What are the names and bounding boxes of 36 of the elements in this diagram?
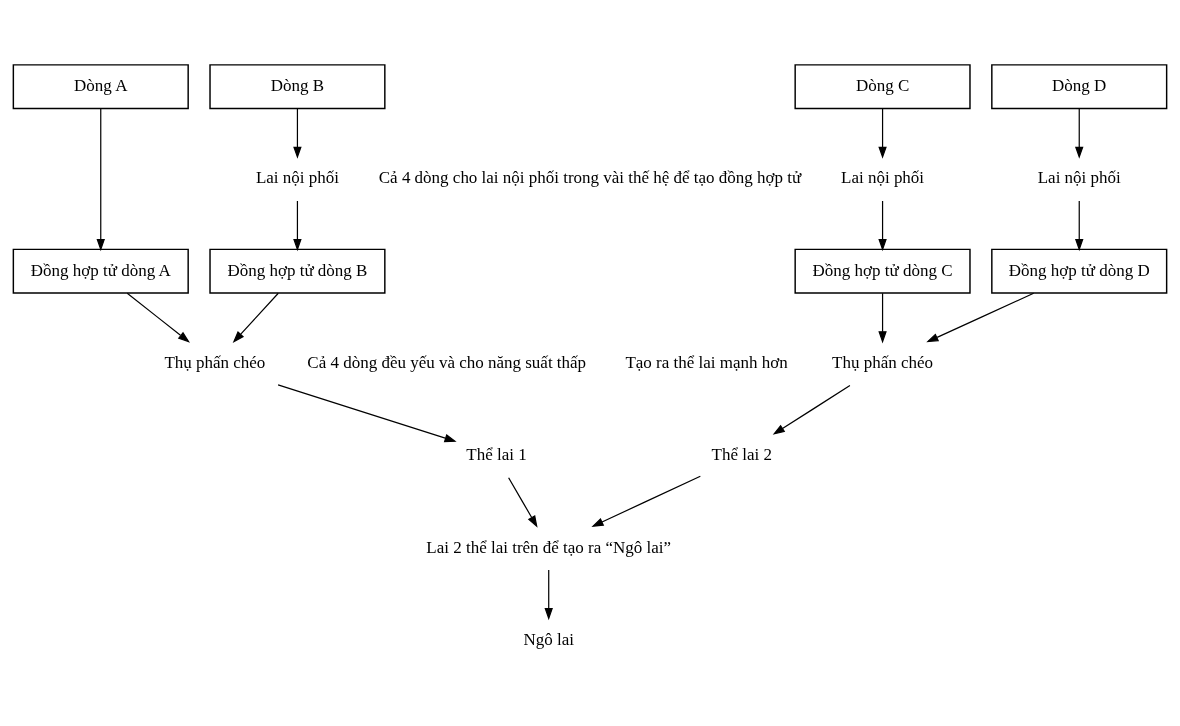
arrow [293, 107, 302, 159]
label: Cả 4 dòng đều yếu và cho năng suất thấp [307, 352, 587, 372]
node-text: Lai nội phối [841, 167, 925, 187]
arrow [1075, 107, 1084, 159]
node-text: Thể lai 2 [711, 444, 772, 464]
arrow [232, 292, 279, 343]
arrow [508, 476, 538, 528]
node-text: Thụ phấn chéo [832, 352, 934, 372]
node-text: Ngô lai [523, 629, 574, 649]
arrow [96, 107, 105, 251]
arrow [591, 475, 701, 527]
node-text: Thụ phấn chéo [164, 352, 266, 372]
node-box: Đồng hợp tử dòng B [209, 248, 386, 294]
label: Cả 4 dòng cho lai nội phối trong vài thế hệ để tạo đồng hợp tử [378, 167, 802, 187]
arrow [126, 292, 190, 343]
node-text: Lai nội phối [255, 167, 339, 187]
node-text: Lai 2 thể lai trên để tạo ra “Ngô lai” [426, 537, 672, 557]
node-box: Đồng hợp tử dòng C [794, 248, 971, 294]
arrow [293, 199, 302, 251]
arrow [878, 199, 887, 251]
node-box: Dòng C [794, 63, 971, 109]
node-text: Thể lai 1 [466, 444, 527, 464]
node-box: Đồng hợp tử dòng D [991, 248, 1168, 294]
node-box: Đồng hợp tử dòng A [12, 248, 189, 294]
arrow [1075, 199, 1084, 251]
arrow [878, 292, 887, 343]
node-box: Dòng A [12, 63, 189, 109]
arrow [926, 292, 1035, 342]
node-text: Lai nội phối [1037, 167, 1121, 187]
label: Tạo ra thể lai mạnh hơn [625, 352, 788, 372]
arrow [772, 384, 851, 435]
arrow [544, 568, 553, 620]
node-box: Dòng D [991, 63, 1168, 109]
arrow [277, 383, 457, 442]
arrow [878, 107, 887, 159]
node-box: Dòng B [209, 63, 386, 109]
